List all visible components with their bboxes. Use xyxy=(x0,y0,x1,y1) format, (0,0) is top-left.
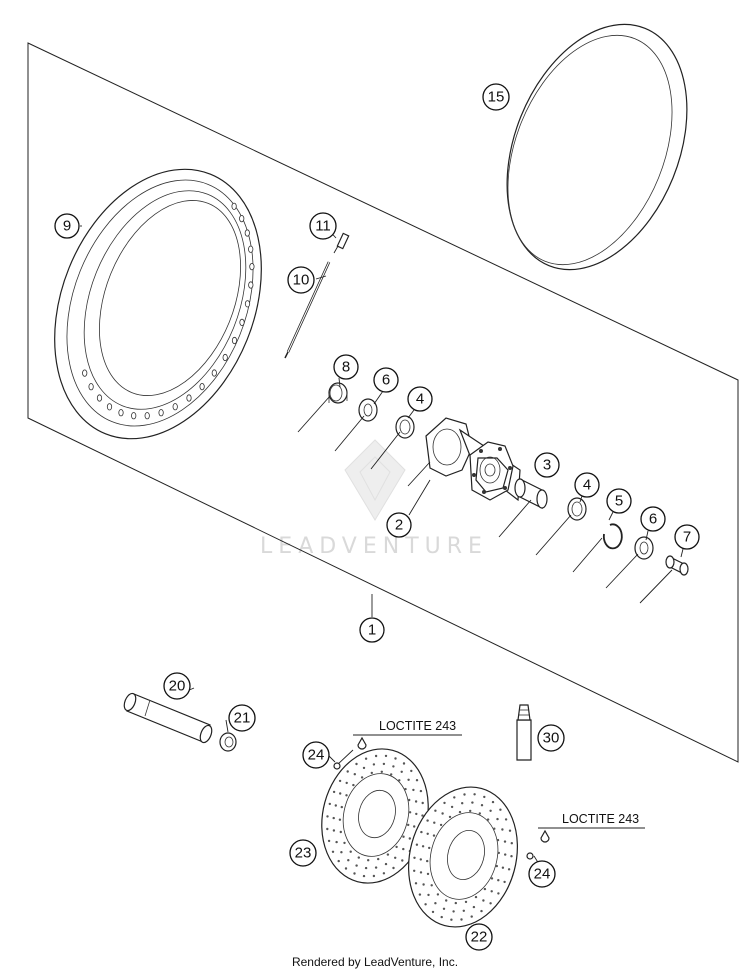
rim-9 xyxy=(54,168,262,440)
svg-text:24: 24 xyxy=(534,866,551,883)
callout-9[interactable]: 9 xyxy=(54,213,80,239)
svg-text:11: 11 xyxy=(315,218,331,235)
callout-23[interactable]: 23 xyxy=(289,839,317,867)
bearing-4-top xyxy=(395,415,415,439)
watermark: LEADVENTURE xyxy=(260,439,488,559)
hub-assembly xyxy=(328,382,689,576)
callout-4-top[interactable]: 4 xyxy=(407,386,433,412)
callout-21[interactable]: 21 xyxy=(228,704,256,732)
svg-text:7: 7 xyxy=(683,529,691,546)
bearing-4-right xyxy=(567,497,587,521)
callout-24-top[interactable]: 24 xyxy=(302,741,330,769)
svg-text:4: 4 xyxy=(583,477,591,494)
spoke-nipple-11 xyxy=(333,232,350,254)
spacer-sleeve-3 xyxy=(514,478,548,509)
callout-2[interactable]: 2 xyxy=(386,512,412,538)
brake-disc-22 xyxy=(408,786,518,928)
svg-text:8: 8 xyxy=(342,359,350,376)
watermark-text: LEADVENTURE xyxy=(260,534,488,559)
loctite-note-top: LOCTITE 243 xyxy=(379,719,456,733)
svg-text:4: 4 xyxy=(416,391,424,408)
rim-spoke-holes xyxy=(82,202,255,420)
svg-text:1: 1 xyxy=(368,622,376,639)
axle-nut-21 xyxy=(219,732,237,752)
svg-text:5: 5 xyxy=(615,493,623,510)
callout-1[interactable]: 1 xyxy=(359,617,385,643)
callout-11[interactable]: 11 xyxy=(309,212,337,240)
brake-disc-23 xyxy=(321,748,429,884)
svg-text:3: 3 xyxy=(543,457,551,474)
svg-text:6: 6 xyxy=(382,372,390,389)
svg-text:9: 9 xyxy=(63,218,71,235)
callout-3[interactable]: 3 xyxy=(534,452,560,478)
seal-8 xyxy=(328,382,348,404)
callouts: 1 2 3 4 4 5 6 6 7 8 9 10 11 15 20 21 22 … xyxy=(54,83,700,951)
footer-credit: Rendered by LeadVenture, Inc. xyxy=(291,955,459,969)
callout-7[interactable]: 7 xyxy=(674,524,700,550)
callout-24-right[interactable]: 24 xyxy=(528,860,556,888)
loctite-notes: LOCTITE 243 LOCTITE 243 xyxy=(379,719,639,826)
seal-7 xyxy=(665,555,689,576)
loctite-note-right: LOCTITE 243 xyxy=(562,812,639,826)
leader-lines xyxy=(80,99,684,865)
svg-text:24: 24 xyxy=(308,747,325,764)
spacer-6-top xyxy=(358,398,378,422)
svg-text:10: 10 xyxy=(293,272,310,289)
callout-6-top[interactable]: 6 xyxy=(373,367,399,393)
callout-15[interactable]: 15 xyxy=(482,83,510,111)
rim-tape-15 xyxy=(506,23,688,271)
callout-5[interactable]: 5 xyxy=(606,488,632,514)
svg-text:23: 23 xyxy=(295,845,312,862)
svg-text:6: 6 xyxy=(649,511,657,528)
spacer-6-right xyxy=(634,536,654,560)
callout-6-right[interactable]: 6 xyxy=(640,506,666,532)
callout-10[interactable]: 10 xyxy=(287,266,315,294)
callout-8[interactable]: 8 xyxy=(333,354,359,380)
watermark-logo xyxy=(344,439,406,521)
hub-2 xyxy=(425,417,521,502)
circlip-5 xyxy=(602,523,623,550)
svg-text:20: 20 xyxy=(169,678,186,695)
svg-text:22: 22 xyxy=(471,929,488,946)
svg-text:30: 30 xyxy=(543,730,560,747)
callout-20[interactable]: 20 xyxy=(163,672,191,700)
screw-24-top xyxy=(333,736,367,770)
svg-text:21: 21 xyxy=(234,710,251,727)
svg-text:2: 2 xyxy=(395,517,403,534)
loctite-bottle-30 xyxy=(516,704,532,761)
svg-text:15: 15 xyxy=(488,89,505,106)
screw-24-right xyxy=(526,829,550,860)
axle-20 xyxy=(123,692,213,744)
assembly-frame xyxy=(27,42,739,763)
callout-4-right[interactable]: 4 xyxy=(574,472,600,498)
callout-30[interactable]: 30 xyxy=(537,724,565,752)
callout-22[interactable]: 22 xyxy=(465,923,493,951)
